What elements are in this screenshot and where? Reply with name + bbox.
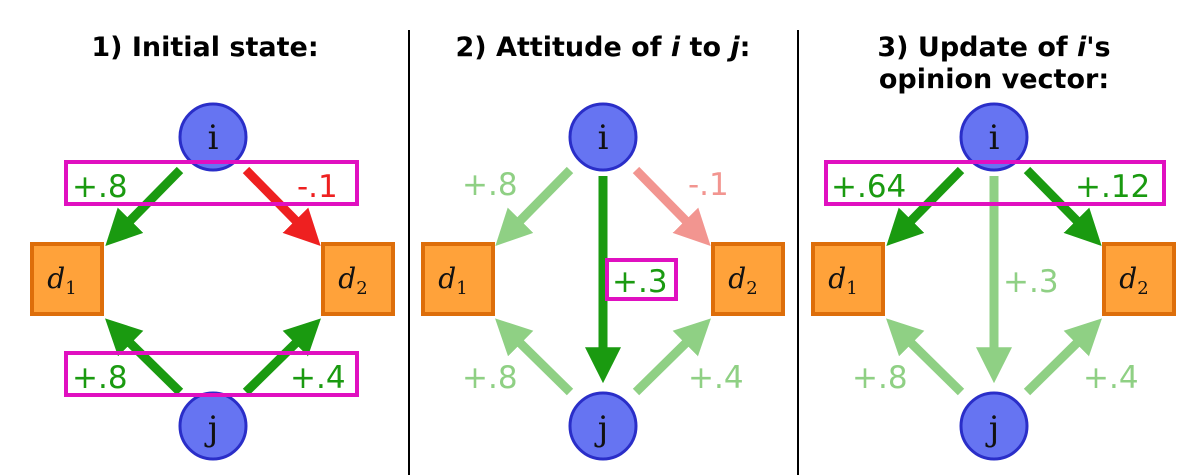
document-d2: d2 xyxy=(321,242,395,316)
svg-text:d1: d1 xyxy=(47,262,76,299)
edge-j-d2 xyxy=(242,318,321,396)
weight-j-d2: +.4 xyxy=(290,360,346,396)
weight-i-d2: -.1 xyxy=(297,169,338,205)
node-j: j xyxy=(959,391,1029,461)
edge-j-d1 xyxy=(105,318,184,396)
panel-2-title: 2) Attitude of i to j: xyxy=(456,32,751,63)
weight-j-d1: +.8 xyxy=(852,360,908,396)
edge-i-d2 xyxy=(1023,166,1102,246)
svg-text:d2: d2 xyxy=(338,262,367,299)
highlight-box-j-weights xyxy=(64,351,359,397)
svg-text:d2: d2 xyxy=(1119,262,1148,299)
svg-text:i: i xyxy=(208,118,219,158)
highlight-box-attitude xyxy=(605,258,678,301)
weight-j-d2: +.4 xyxy=(1083,360,1139,396)
weight-j-d1: +.8 xyxy=(462,360,518,396)
panel-update: 3) Update of i's opinion vector: i j d1 … xyxy=(811,32,1176,461)
edge-j-d1 xyxy=(886,318,965,396)
svg-text:d2: d2 xyxy=(728,262,757,299)
weight-i-d1: +.8 xyxy=(72,169,128,205)
svg-text:d1: d1 xyxy=(438,262,467,299)
node-i: i xyxy=(178,102,248,172)
svg-text:i: i xyxy=(989,118,1000,158)
weight-i-d1: +.8 xyxy=(462,167,518,203)
panel-1-title: 1) Initial state: xyxy=(91,32,318,63)
weight-j-d1: +.8 xyxy=(72,360,128,396)
panel-3-title-line2: opinion vector: xyxy=(879,64,1109,95)
edge-j-d1 xyxy=(495,318,574,396)
node-i: i xyxy=(568,102,638,172)
document-d2: d2 xyxy=(711,242,785,316)
document-d1: d1 xyxy=(811,242,885,316)
node-j: j xyxy=(568,391,638,461)
edge-j-d2 xyxy=(632,318,711,396)
edge-i-d2 xyxy=(242,166,321,246)
weight-i-d2: +.12 xyxy=(1075,169,1150,205)
edge-i-d1 xyxy=(105,166,184,246)
edge-i-d1 xyxy=(495,166,574,246)
node-j: j xyxy=(178,391,248,461)
weight-i-d2: -.1 xyxy=(688,167,729,203)
panel-initial-state: 1) Initial state: i j d1 d2 +.8 -.1 +.8 … xyxy=(30,32,395,461)
node-i: i xyxy=(959,102,1029,172)
document-d1: d1 xyxy=(421,242,495,316)
svg-text:j: j xyxy=(985,409,1000,449)
svg-text:j: j xyxy=(594,409,609,449)
document-d1: d1 xyxy=(30,242,104,316)
highlight-box-updated-weights xyxy=(824,160,1166,206)
weight-i-j: +.3 xyxy=(612,264,668,300)
document-d2: d2 xyxy=(1102,242,1176,316)
edge-j-d2 xyxy=(1023,318,1102,396)
panel-attitude: 2) Attitude of i to j: i j d1 d2 +.8 -.1… xyxy=(421,32,785,461)
edge-i-d2 xyxy=(632,166,711,246)
panel-3-title-line1: 3) Update of i's xyxy=(877,32,1110,63)
weight-i-d1: +.64 xyxy=(831,169,906,205)
svg-text:i: i xyxy=(598,118,609,158)
weight-i-j: +.3 xyxy=(1003,264,1059,300)
svg-text:d1: d1 xyxy=(828,262,857,299)
highlight-box-i-weights xyxy=(64,160,359,206)
svg-text:j: j xyxy=(204,409,219,449)
edge-i-d1 xyxy=(886,166,965,246)
weight-j-d2: +.4 xyxy=(688,360,744,396)
